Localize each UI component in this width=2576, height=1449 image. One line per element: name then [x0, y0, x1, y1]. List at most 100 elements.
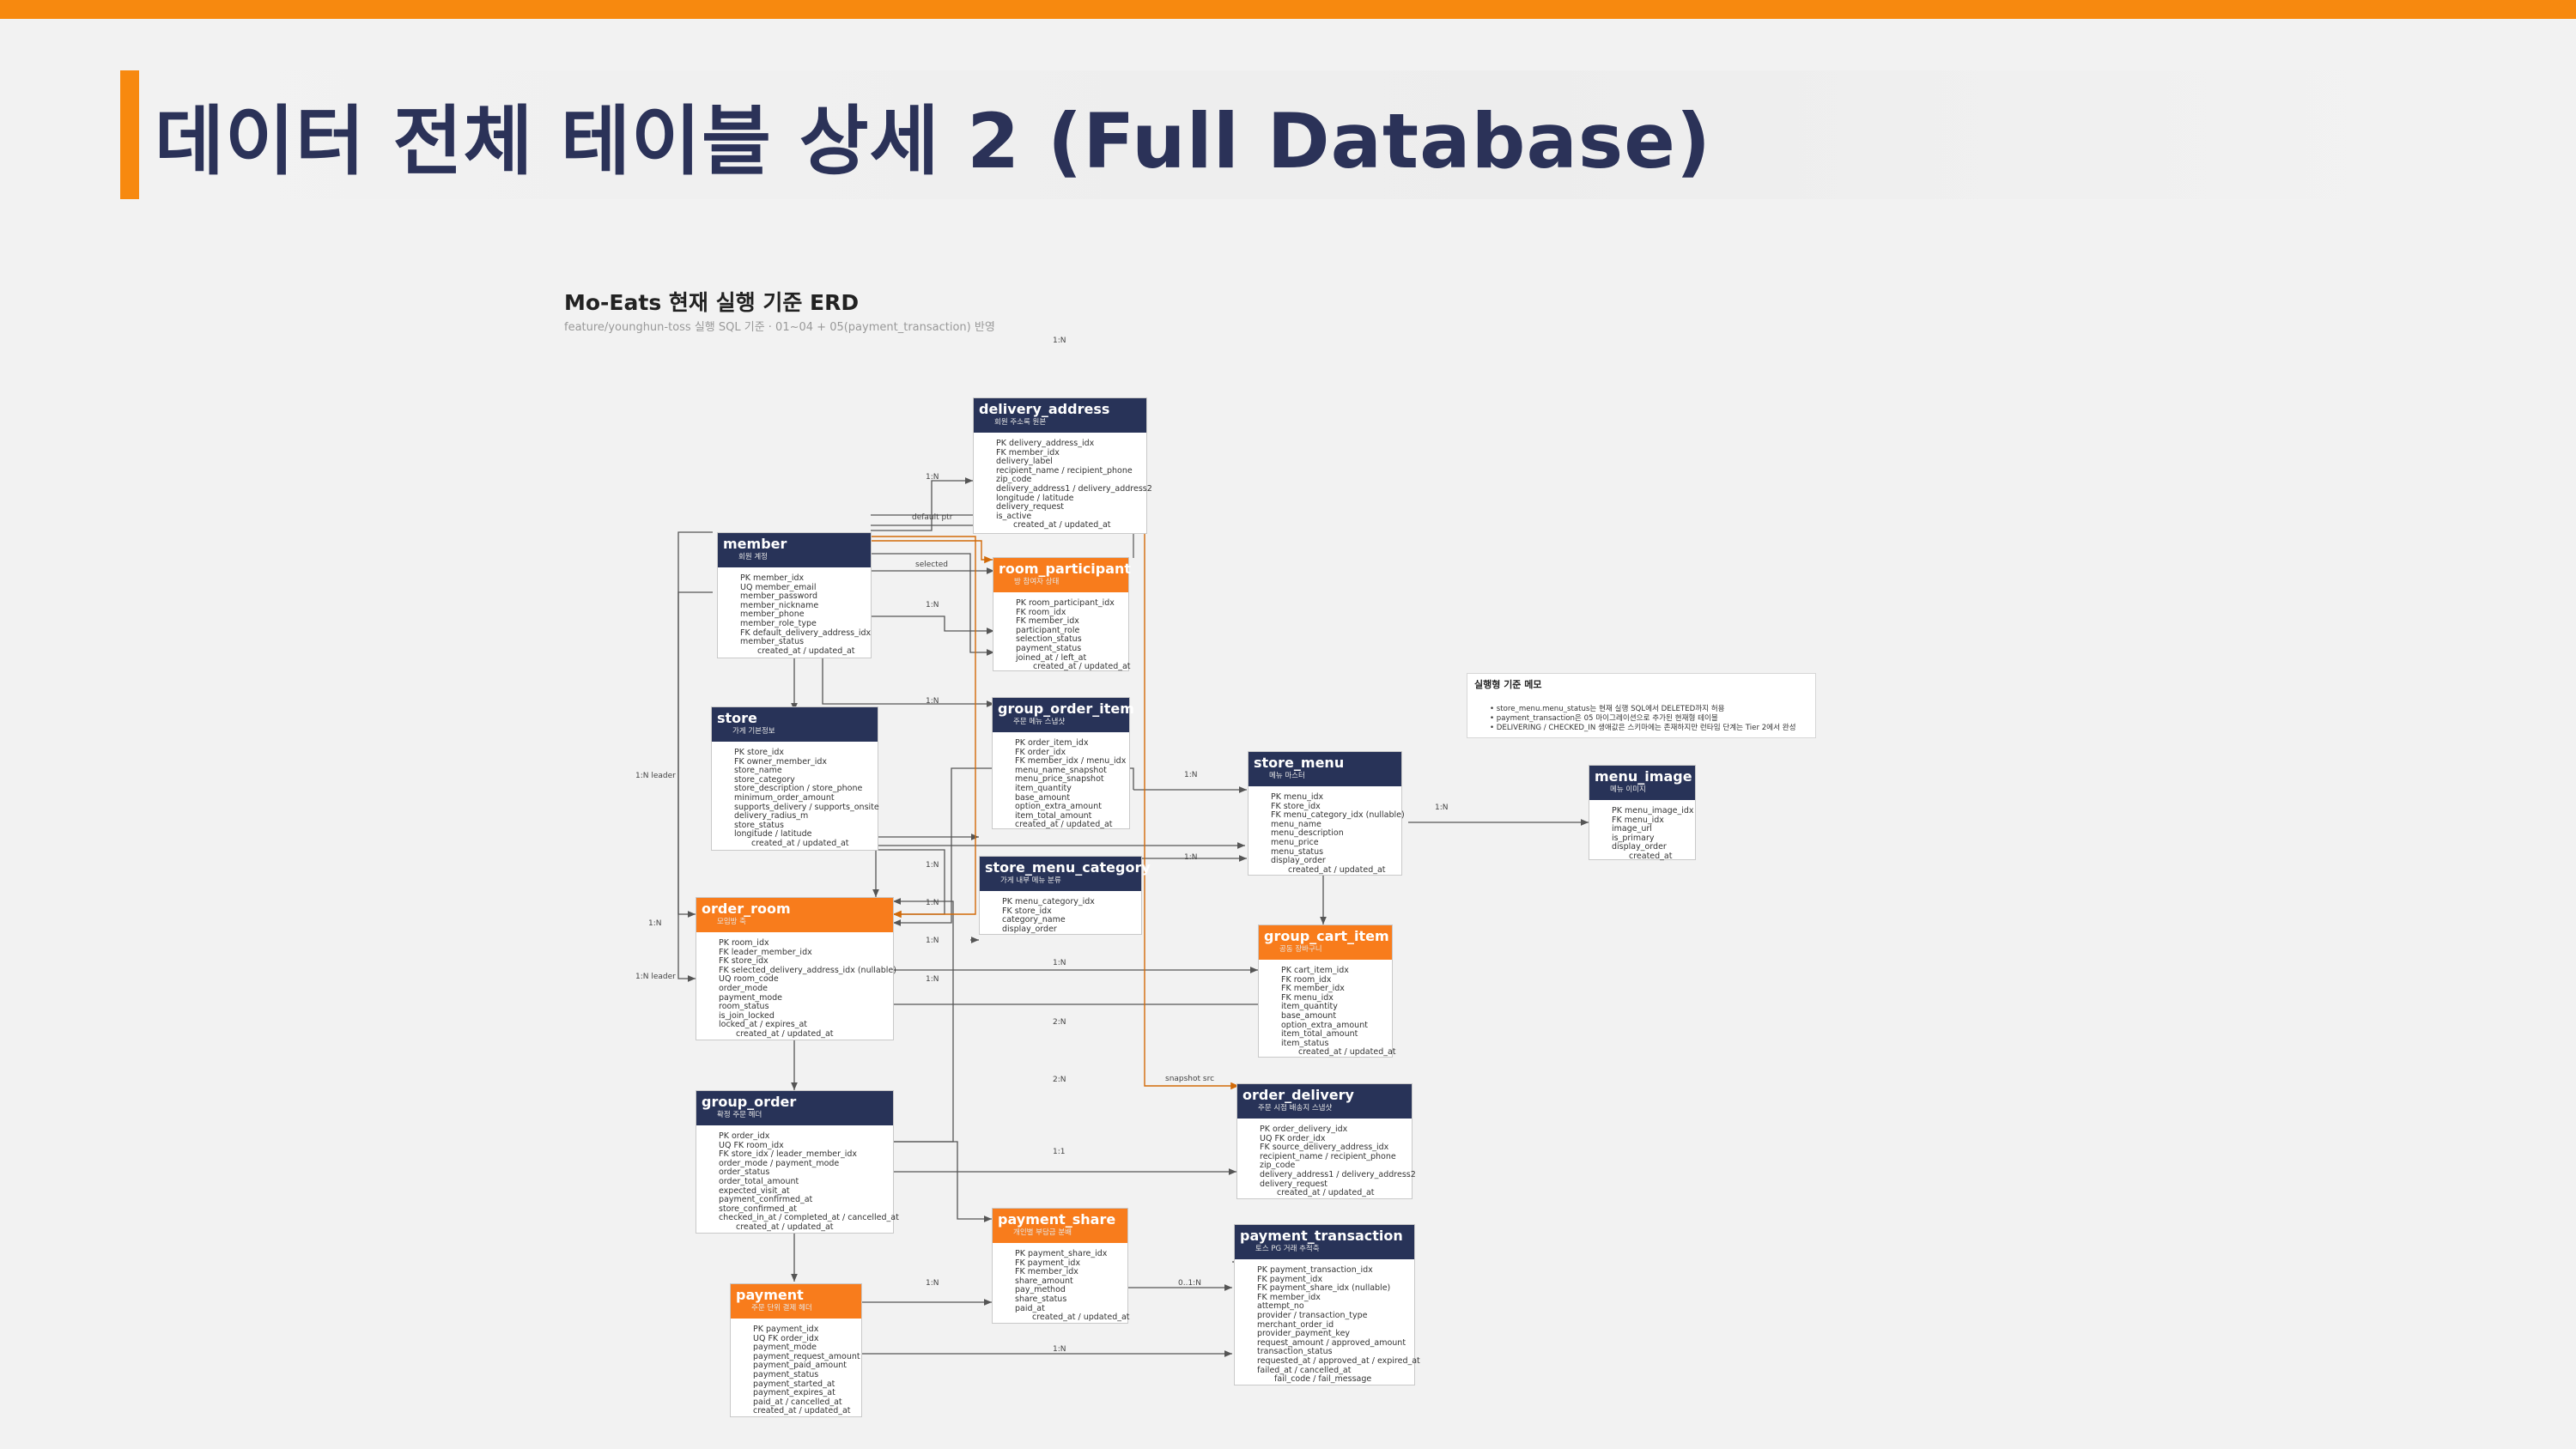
field: transaction_status: [1257, 1347, 1333, 1357]
field: display_order: [1612, 842, 1667, 852]
table-subtitle: 회원 계정: [738, 553, 768, 561]
table-store[interactable]: store 가게 기본정보 PK store_idx FK owner_memb…: [711, 706, 879, 851]
table-subtitle: 가게 내부 메뉴 분류: [1000, 876, 1061, 885]
field: menu_name: [1271, 819, 1321, 829]
table-subtitle: 메뉴 마스터: [1269, 772, 1305, 780]
field: store_category: [734, 774, 795, 785]
table-payment[interactable]: payment 주문 단위 결제 헤더 PK payment_idx UQ FK…: [730, 1283, 862, 1417]
field: FK room_idx: [1016, 607, 1066, 617]
field: display_order: [1002, 924, 1057, 934]
table-header: payment_share 개인별 부담금 분배: [993, 1209, 1127, 1243]
table-member[interactable]: member 회원 계정 PK member_idx UQ member_ema…: [717, 532, 872, 658]
table-header: member 회원 계정: [718, 533, 871, 567]
field: base_amount: [1281, 1010, 1337, 1021]
field: FK menu_category_idx (nullable): [1271, 810, 1405, 821]
field: PK cart_item_idx: [1281, 966, 1349, 975]
field: delivery_radius_m: [734, 811, 809, 822]
table-order-room[interactable]: order_room 모임방 축 PK room_idx FK leader_m…: [696, 897, 896, 1040]
edge-label: 1:N: [926, 473, 939, 482]
field: failed_at / cancelled_at: [1257, 1365, 1352, 1375]
field: created_at / updated_at: [757, 646, 855, 656]
field: created_at / updated_at: [736, 1028, 834, 1039]
table-name: delivery_address: [979, 401, 1110, 417]
table-order-delivery[interactable]: order_delivery 주문 시점 배송지 스냅샷 PK order_de…: [1236, 1083, 1416, 1199]
field: share_status: [1015, 1294, 1067, 1304]
field: item_quantity: [1281, 1002, 1338, 1012]
field: FK leader_member_idx: [719, 947, 812, 957]
edge-label: 1:N: [1435, 803, 1449, 812]
field: member_status: [740, 637, 805, 647]
field: PK menu_image_idx: [1612, 806, 1694, 815]
table-name: room_participant: [999, 561, 1132, 577]
field: FK member_idx: [1281, 984, 1345, 994]
field: attempt_no: [1257, 1301, 1304, 1312]
field: FK payment_idx: [1015, 1258, 1081, 1268]
edge-label: 1:N: [1184, 771, 1198, 779]
table-header: group_cart_item 공동 장바구니: [1259, 925, 1392, 960]
field: created_at / updated_at: [1288, 864, 1386, 875]
field: zip_code: [996, 475, 1032, 485]
table-name: order_delivery: [1242, 1087, 1354, 1103]
field: payment_expires_at: [753, 1388, 835, 1398]
table-subtitle: 토스 PG 거래 추적축: [1255, 1245, 1320, 1253]
field: expected_visit_at: [719, 1185, 790, 1196]
table-header: order_room 모임방 축: [696, 898, 893, 932]
field: FK member_idx: [1257, 1292, 1321, 1302]
field: room_status: [719, 1002, 769, 1012]
page-title: 데이터 전체 테이블 상세 2 (Full Database): [155, 97, 1712, 185]
edge-label: 1:N: [1053, 336, 1066, 345]
field: delivery_label: [996, 457, 1053, 467]
table-name: member: [723, 536, 787, 552]
field: delivery_request: [996, 502, 1065, 512]
field: PK room_idx: [719, 938, 769, 948]
field: PK payment_share_idx: [1015, 1249, 1108, 1258]
memo-line: • store_menu.menu_status는 현재 실행 SQL에서 DE…: [1490, 705, 1725, 713]
field: PK menu_idx: [1271, 792, 1324, 802]
field: PK payment_idx: [753, 1325, 819, 1334]
title-band: [139, 70, 2440, 199]
table-delivery-address[interactable]: delivery_address 회원 주소록 원본 PK delivery_a…: [973, 397, 1152, 534]
table-payment-transaction[interactable]: payment_transaction 토스 PG 거래 추적축 PK paym…: [1234, 1224, 1420, 1385]
field: FK store_idx / leader_member_idx: [719, 1149, 858, 1160]
field: FK member_idx / menu_idx: [1015, 756, 1127, 767]
field: PK payment_transaction_idx: [1257, 1265, 1373, 1275]
table-group-cart-item[interactable]: group_cart_item 공동 장바구니 PK cart_item_idx…: [1258, 925, 1396, 1058]
field: order_mode / payment_mode: [719, 1158, 840, 1168]
table-group-order-item[interactable]: group_order_item 주문 메뉴 스냅샷 PK order_item…: [992, 697, 1134, 829]
field: created_at / updated_at: [1277, 1188, 1375, 1198]
table-menu-image[interactable]: menu_image 메뉴 이미지 PK menu_image_idx FK m…: [1589, 765, 1696, 861]
edge-label: 1:1: [1053, 1148, 1066, 1156]
table-group-order[interactable]: group_order 확정 주문 헤더 PK order_idx UQ FK …: [696, 1090, 899, 1234]
table-subtitle: 가게 기본정보: [732, 727, 775, 736]
field: PK order_item_idx: [1015, 738, 1089, 748]
table-subtitle: 주문 단위 결제 헤더: [751, 1304, 812, 1313]
table-header: group_order_item 주문 메뉴 스냅샷: [993, 698, 1134, 732]
edge-label: 1:N: [1184, 853, 1198, 862]
table-subtitle: 주문 시점 배송지 스냅샷: [1258, 1104, 1333, 1113]
field: menu_description: [1271, 828, 1344, 839]
memo-line: • DELIVERING / CHECKED_IN 생애값은 스키마에는 존재하…: [1490, 724, 1796, 732]
table-store-menu-category[interactable]: store_menu_category 가게 내부 메뉴 분류 PK menu_…: [979, 856, 1151, 935]
table-name: store: [717, 710, 757, 726]
edge-label: 1:N: [1053, 959, 1066, 967]
field: created_at / updated_at: [736, 1222, 834, 1232]
edge-label: 1:N: [926, 697, 939, 706]
table-payment-share[interactable]: payment_share 개인별 부담금 분배 PK payment_shar…: [992, 1208, 1130, 1324]
table-store-menu[interactable]: store_menu 메뉴 마스터 PK menu_idx FK store_i…: [1248, 751, 1405, 876]
table-subtitle: 회원 주소록 원본: [994, 418, 1047, 427]
edge-label: 2:N: [1053, 1076, 1066, 1084]
top-accent-bar: [0, 0, 2576, 19]
edge-label: 0..1:N: [1178, 1279, 1201, 1288]
table-room-participant[interactable]: room_participant 방 참여자 상태 PK room_partic…: [993, 557, 1132, 671]
edge-label: 1:N: [926, 937, 939, 945]
field: payment_confirmed_at: [719, 1195, 813, 1205]
field: created_at / updated_at: [751, 838, 849, 848]
table-name: store_menu: [1254, 755, 1345, 771]
table-subtitle: 확정 주문 헤더: [717, 1111, 762, 1119]
edge-label: 1:N: [648, 919, 662, 928]
field: FK payment_idx: [1257, 1274, 1323, 1284]
field: store_confirmed_at: [719, 1203, 797, 1214]
field: item_total_amount: [1281, 1029, 1358, 1040]
field: merchant_order_id: [1257, 1319, 1334, 1330]
field: FK selected_delivery_address_idx (nullab…: [719, 965, 896, 975]
